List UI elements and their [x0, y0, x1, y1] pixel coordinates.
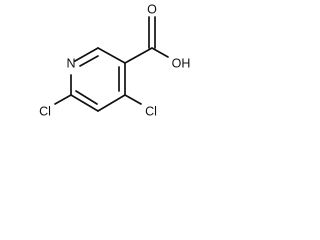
bond-c5-c6-double [75, 90, 98, 105]
pyridine-ring [70, 47, 126, 112]
dichloronicotinic-acid-structure: N O OH Cl Cl [39, 2, 191, 118]
substituent-bonds [54, 16, 169, 105]
bond-c5-c6 [70, 94, 99, 112]
nitrogen-label: N [66, 56, 75, 70]
bond-c3-carboxyl [124, 47, 153, 64]
bond-c4-cl [124, 94, 142, 105]
bond-c2-c3 [97, 47, 126, 64]
hydroxyl-label: OH [172, 56, 191, 70]
carbonyl-oxygen-label: O [147, 2, 157, 16]
bond-c-oh [151, 47, 169, 58]
bond-c4-c5 [97, 94, 126, 112]
chlorine-right-label: Cl [145, 104, 157, 118]
bond-n-c2 [74, 47, 99, 62]
bond-n-c2-double [79, 55, 99, 67]
chlorine-left-label: Cl [39, 104, 51, 118]
bond-c6-cl [54, 94, 72, 105]
